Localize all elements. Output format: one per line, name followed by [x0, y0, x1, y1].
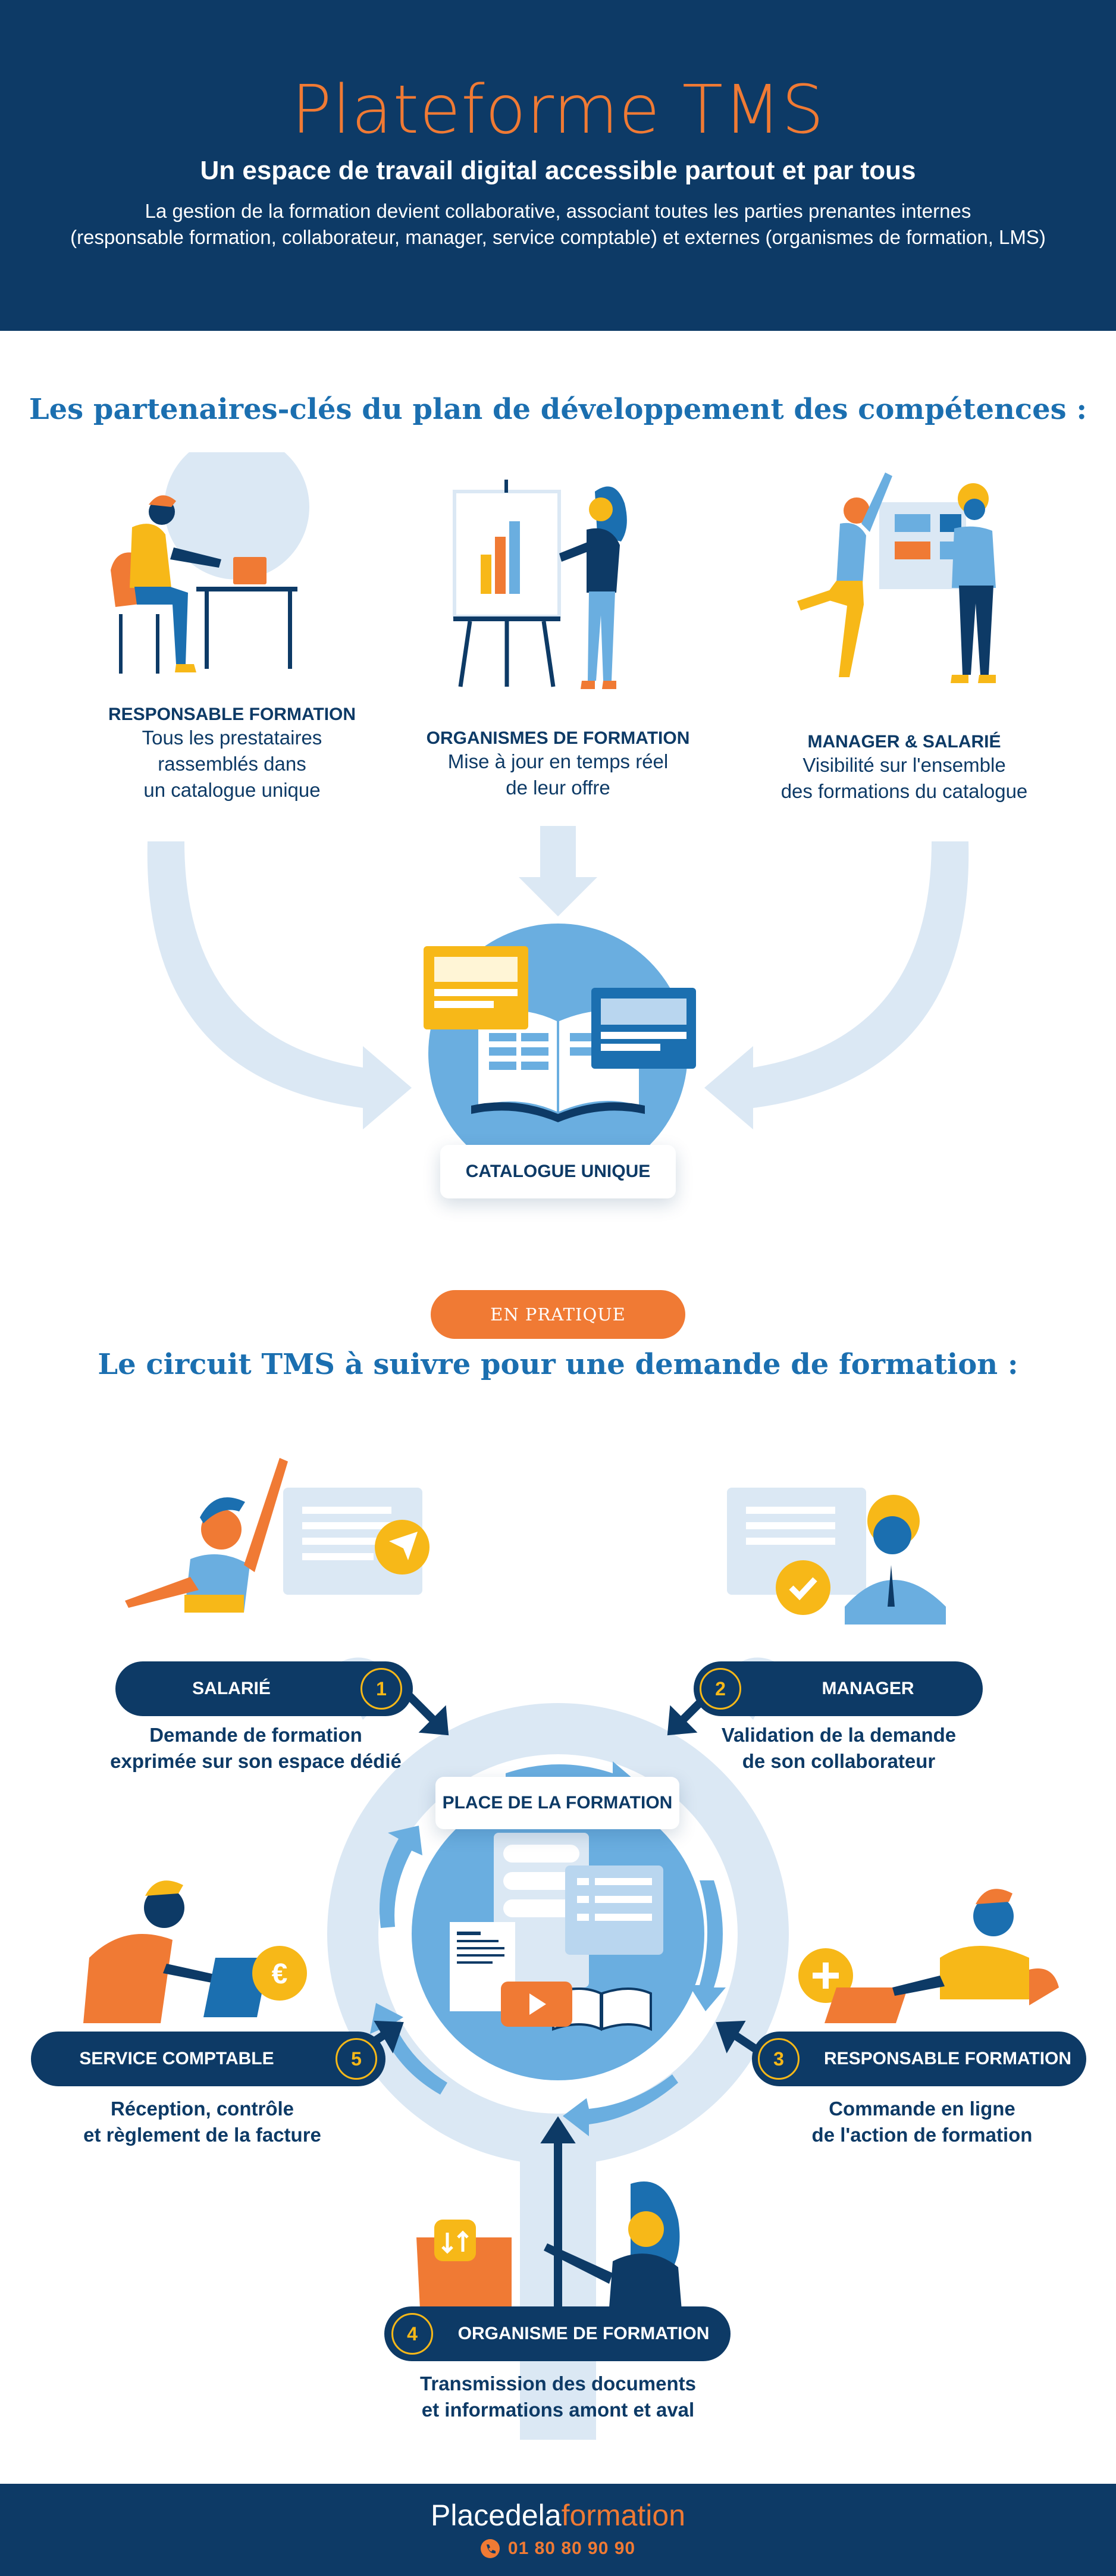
step-organisme-bar: 4 ORGANISME DE FORMATION: [384, 2306, 731, 2361]
step-responsable-bar: 3 RESPONSABLE FORMATION: [752, 2032, 1086, 2086]
brand-part-2: formation: [561, 2499, 686, 2532]
manager-illustration: [727, 1488, 946, 1625]
en-pratique-pill: EN PRATIQUE: [431, 1290, 685, 1339]
step-comptable-desc: Réception, contrôle et règlement de la f…: [36, 2096, 369, 2148]
circuit-heading: Le circuit TMS à suivre pour une demande…: [98, 1348, 1018, 1381]
intro-line-1: La gestion de la formation devient colla…: [145, 200, 971, 222]
step-desc-line: Demande de formation: [149, 1724, 362, 1746]
step-number: 1: [360, 1668, 402, 1710]
partner-label: RESPONSABLE FORMATION: [108, 705, 356, 724]
step-salarie-desc: Demande de formation exprimée sur son es…: [89, 1722, 422, 1774]
step-number: 3: [758, 2038, 800, 2080]
partners-illustration: [111, 452, 996, 1183]
partner-desc-line: Tous les prestataires: [142, 727, 322, 749]
step-desc-line: et informations amont et aval: [421, 2399, 695, 2421]
presenter-illustration: [453, 480, 627, 689]
partner-desc-line: Visibilité sur l'ensemble: [802, 754, 1006, 776]
step-label: SERVICE COMPTABLE: [79, 2049, 274, 2068]
partner-label: ORGANISMES DE FORMATION: [426, 728, 690, 748]
partner-desc-line: un catalogue unique: [143, 779, 321, 801]
step-desc-line: de l'action de formation: [811, 2124, 1033, 2146]
partners-heading: Les partenaires-clés du plan de développ…: [29, 393, 1087, 426]
step-desc-line: et règlement de la facture: [83, 2124, 321, 2146]
step-label: MANAGER: [822, 1679, 914, 1698]
flow-arrows: [147, 826, 969, 1129]
send-icon: [389, 1532, 418, 1560]
step-desc-line: Commande en ligne: [829, 2098, 1015, 2120]
partner-desc-line: Mise à jour en temps réel: [447, 750, 669, 772]
salarie-illustration: [125, 1458, 430, 1613]
step-desc-line: de son collaborateur: [742, 1750, 936, 1772]
step-label: RESPONSABLE FORMATION: [823, 2049, 1072, 2068]
partner-responsable: RESPONSABLE FORMATION Tous les prestatai…: [89, 705, 375, 803]
step-number: 5: [336, 2038, 377, 2080]
partner-organismes: ORGANISMES DE FORMATION Mise à jour en t…: [409, 728, 707, 801]
step-label: SALARIÉ: [192, 1679, 271, 1698]
step-organisme-desc: Transmission des documents et informatio…: [368, 2371, 748, 2423]
comptable-illustration: €: [83, 1880, 307, 2023]
check-icon: [789, 1577, 817, 1601]
page-title: Plateforme TMS: [291, 71, 825, 149]
center-documents: [450, 1833, 663, 2032]
step-label: ORGANISME DE FORMATION: [457, 2324, 710, 2343]
step-desc-line: Réception, contrôle: [110, 2098, 294, 2120]
partner-desc-line: de leur offre: [506, 777, 610, 799]
partner-label: MANAGER & SALARIÉ: [807, 732, 1001, 752]
phone-icon: [480, 2539, 500, 2558]
intro-line-2: (responsable formation, collaborateur, m…: [70, 226, 1046, 248]
partner-desc-line: rassemblés dans: [158, 753, 306, 775]
step-manager-desc: Validation de la demande de son collabor…: [684, 1722, 993, 1774]
page-subtitle: Un espace de travail digital accessible …: [200, 156, 916, 185]
brand-logo: Placedelaformation: [0, 2498, 1116, 2533]
step-salarie-bar: SALARIÉ 1: [115, 1661, 413, 1716]
place-de-la-formation-label: PLACE DE LA FORMATION: [435, 1777, 679, 1829]
manager-employee-illustration: [797, 472, 996, 683]
desk-worker-illustration: [111, 452, 309, 674]
catalogue-label: CATALOGUE UNIQUE: [440, 1145, 676, 1198]
step-desc-line: exprimée sur son espace dédié: [110, 1750, 402, 1772]
catalogue-illustration: [424, 924, 696, 1183]
play-icon: [529, 1993, 546, 2015]
partner-desc-line: des formations du catalogue: [780, 780, 1028, 802]
header-banner: [0, 0, 1116, 331]
step-manager-bar: 2 MANAGER: [694, 1661, 983, 1716]
step-comptable-bar: SERVICE COMPTABLE 5: [31, 2032, 385, 2086]
circuit-illustration: €: [83, 1458, 1059, 2440]
phone-number[interactable]: 01 80 80 90 90: [507, 2539, 636, 2558]
step-desc-line: Validation de la demande: [721, 1724, 957, 1746]
plus-icon: [813, 1962, 839, 1989]
partner-manager-salarie: MANAGER & SALARIÉ Visibilité sur l'ensem…: [750, 732, 1059, 805]
phone-row: 01 80 80 90 90: [0, 2539, 1116, 2559]
step-desc-line: Transmission des documents: [420, 2372, 696, 2395]
brand-part-1: Placedela: [430, 2499, 562, 2532]
responsable-illustration: [798, 1889, 1059, 2023]
step-responsable-desc: Commande en ligne de l'action de formati…: [756, 2096, 1089, 2148]
footer-banner: [0, 2484, 1116, 2576]
step-number: 4: [391, 2313, 433, 2355]
step-number: 2: [700, 1668, 741, 1710]
transfer-icon: [441, 2230, 469, 2254]
euro-icon: €: [272, 1958, 288, 1990]
